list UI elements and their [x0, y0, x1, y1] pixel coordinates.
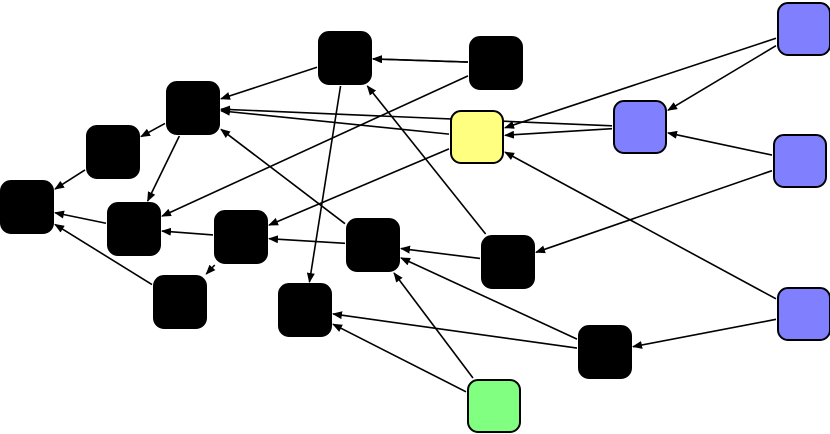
- node-n2: [166, 81, 220, 135]
- node-n15: [777, 2, 830, 56]
- node-n11: [481, 235, 535, 289]
- edge-n16-to-n11: [535, 169, 773, 254]
- edge-n15-to-n10: [504, 37, 777, 129]
- edge-n4-to-n3: [161, 227, 214, 236]
- edge-n4-to-n5: [205, 264, 216, 275]
- node-n0: [0, 180, 54, 234]
- edge-n12-to-n8: [332, 323, 467, 393]
- node-n5: [153, 275, 207, 329]
- edge-n10-to-n4: [268, 148, 450, 226]
- edge-n13-to-n10: [504, 127, 613, 139]
- edge-n14-to-n8: [332, 311, 578, 349]
- node-n4: [214, 210, 268, 264]
- edge-n1-to-n0: [54, 169, 86, 190]
- edges-layer: [54, 37, 777, 393]
- node-n1: [86, 125, 140, 179]
- edge-n7-to-n2: [220, 66, 318, 100]
- node-n7: [318, 31, 372, 85]
- node-n14: [578, 325, 632, 379]
- edge-n6-to-n4: [268, 235, 346, 245]
- edge-n11-to-n6: [400, 245, 481, 260]
- node-n10: [450, 110, 504, 164]
- node-n3: [107, 202, 161, 256]
- node-n6: [346, 218, 400, 272]
- node-n9: [469, 36, 523, 90]
- edge-n9-to-n3: [161, 75, 469, 217]
- edge-n7-to-n8: [306, 85, 342, 283]
- edge-n17-to-n10: [504, 151, 777, 300]
- edge-n2-to-n1: [140, 122, 166, 138]
- edge-n5-to-n0: [54, 223, 153, 286]
- edge-n2-to-n3: [146, 135, 181, 202]
- edge-n3-to-n0: [54, 210, 107, 225]
- edge-n13-to-n2: [220, 105, 613, 127]
- edge-n14-to-n6: [400, 257, 578, 340]
- edge-n10-to-n2: [220, 107, 450, 135]
- edge-n9-to-n7: [372, 55, 469, 64]
- edge-n15-to-n13: [667, 45, 777, 111]
- node-n16: [773, 134, 827, 188]
- node-n8: [278, 283, 332, 337]
- node-n12: [467, 379, 521, 433]
- edge-n11-to-n7: [366, 85, 487, 235]
- edge-n16-to-n13: [667, 130, 773, 156]
- edge-n12-to-n6: [393, 272, 474, 379]
- edge-n6-to-n2: [220, 128, 346, 225]
- node-n13: [613, 100, 667, 154]
- edge-n17-to-n14: [632, 318, 777, 349]
- node-n17: [777, 287, 830, 341]
